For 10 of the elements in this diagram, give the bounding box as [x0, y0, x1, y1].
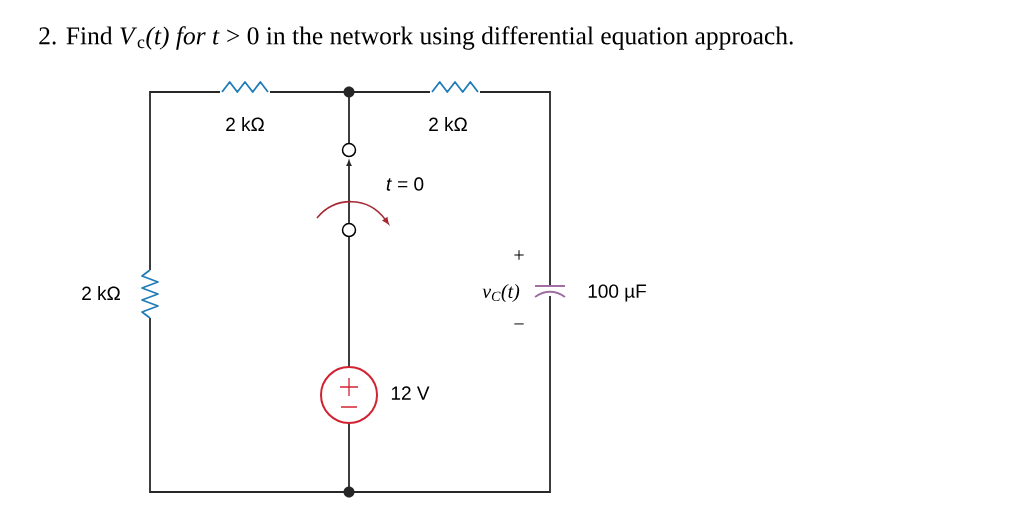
resistor-value-label: 2 kΩ: [429, 117, 467, 131]
switch-time-label: t = 0: [386, 177, 424, 191]
resistor-value-label: 2 kΩ: [82, 286, 120, 300]
capacitor-value-label: 100 µF: [588, 284, 646, 302]
polarity-sign: −: [514, 323, 524, 325]
capacitor-voltage-label: v$_{C}$(t): [482, 283, 520, 303]
source-value-label: 12 V: [391, 386, 430, 400]
title: 2. Find V$_{c}$(t) for t > 0 in the network using differential equation approach.: [39, 26, 793, 50]
resistor-value-label: 2 kΩ: [226, 117, 264, 131]
polarity-sign: +: [514, 250, 524, 260]
